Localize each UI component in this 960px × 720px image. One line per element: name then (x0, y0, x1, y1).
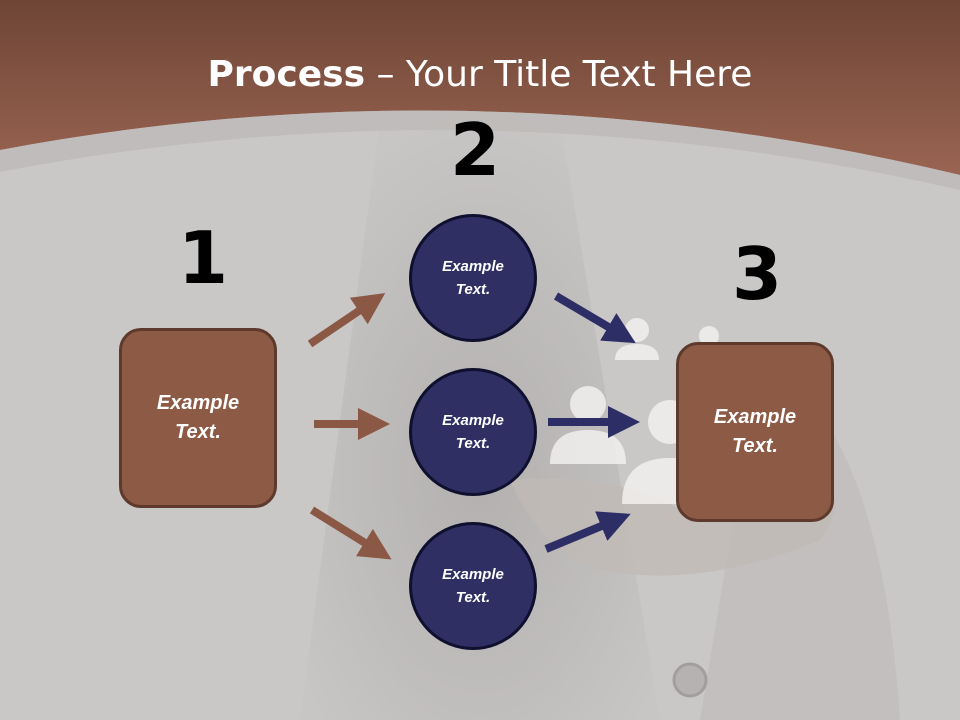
circle-middle-line1: Example (442, 412, 504, 429)
circle-bottom-line1: Example (442, 566, 504, 583)
step-number-1: 1 (178, 216, 229, 300)
page-title: Process – Your Title Text Here (0, 54, 960, 95)
step-3-text-line2: Text. (732, 435, 778, 457)
circle-middle-line2: Text. (455, 435, 491, 452)
step-3-text-line1: Example (713, 406, 797, 428)
title-bold: Process (207, 54, 366, 95)
circle-bottom-line2: Text. (455, 589, 491, 606)
step-1-text-line1: Example (156, 392, 240, 414)
step-number-3: 3 (732, 232, 783, 316)
title-rest: – Your Title Text Here (365, 54, 753, 95)
circle-top-line1: Example (442, 258, 504, 275)
people-icon-group (550, 318, 719, 504)
step-number-2: 2 (450, 108, 501, 192)
circle-top-line2: Text. (455, 281, 491, 298)
step-1-text-line2: Text. (175, 421, 221, 443)
